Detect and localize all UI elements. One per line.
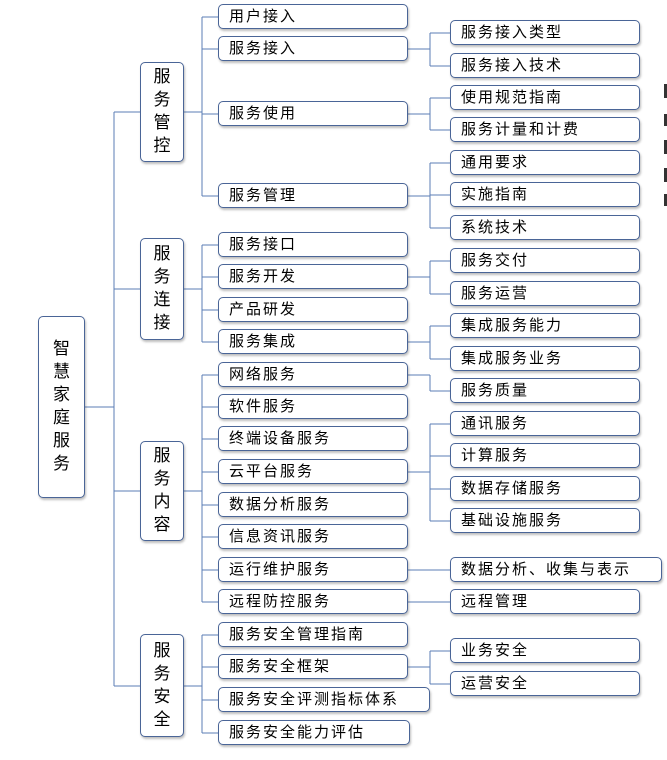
leaf-node: 计算服务 — [450, 443, 640, 468]
category-label: 服务管控 — [153, 67, 171, 156]
item-node: 服务管理 — [218, 183, 408, 208]
leaf-node: 通讯服务 — [450, 411, 640, 436]
item-node: 云平台服务 — [218, 459, 408, 484]
leaf-label: 远程管理 — [461, 592, 530, 610]
item-node: 服务使用 — [218, 101, 408, 126]
item-label: 服务安全能力评估 — [229, 723, 366, 741]
leaf-label: 业务安全 — [461, 641, 530, 659]
item-label: 运行维护服务 — [229, 560, 332, 578]
leaf-node: 数据分析、收集与表示 — [450, 557, 662, 582]
leaf-label: 集成服务能力 — [461, 316, 564, 334]
leaf-node: 运营安全 — [450, 671, 640, 696]
item-node: 服务接入 — [218, 36, 408, 61]
leaf-label: 服务质量 — [461, 381, 530, 399]
item-label: 服务安全管理指南 — [229, 625, 366, 643]
leaf-node: 业务安全 — [450, 638, 640, 663]
leaf-node: 通用要求 — [450, 150, 640, 175]
item-node: 数据分析服务 — [218, 492, 408, 517]
item-label: 服务管理 — [229, 186, 298, 204]
leaf-label: 计算服务 — [461, 446, 530, 464]
leaf-label: 使用规范指南 — [461, 88, 564, 106]
leaf-node: 实施指南 — [450, 182, 640, 207]
item-node: 服务集成 — [218, 329, 408, 354]
item-label: 服务安全框架 — [229, 657, 332, 675]
root-label: 智慧家庭服务 — [53, 339, 70, 474]
item-node: 服务安全评测指标体系 — [218, 687, 430, 712]
item-label: 用户接入 — [229, 7, 298, 25]
item-label: 终端设备服务 — [229, 429, 332, 447]
item-node: 产品研发 — [218, 297, 408, 322]
category-label: 服务安全 — [153, 640, 171, 730]
item-node: 服务接口 — [218, 232, 408, 257]
item-node: 网络服务 — [218, 362, 408, 387]
category-node: 服务管控 — [140, 62, 184, 162]
leaf-label: 数据分析、收集与表示 — [461, 560, 632, 578]
item-label: 远程防控服务 — [229, 592, 332, 610]
leaf-label: 服务计量和计费 — [461, 120, 581, 138]
item-label: 服务安全评测指标体系 — [229, 690, 400, 708]
item-node: 服务开发 — [218, 264, 408, 289]
item-node: 服务安全管理指南 — [218, 622, 408, 647]
leaf-label: 基础设施服务 — [461, 511, 564, 529]
item-node: 远程防控服务 — [218, 589, 408, 614]
leaf-label: 服务接入类型 — [461, 23, 564, 41]
item-label: 服务开发 — [229, 267, 298, 285]
leaf-node: 使用规范指南 — [450, 85, 640, 110]
item-label: 数据分析服务 — [229, 495, 332, 513]
root-node: 智慧家庭服务 — [38, 316, 85, 498]
category-label: 服务连接 — [153, 244, 171, 333]
category-label: 服务内容 — [153, 446, 171, 535]
leaf-label: 服务交付 — [461, 251, 530, 269]
leaf-label: 服务接入技术 — [461, 56, 564, 74]
item-node: 软件服务 — [218, 394, 408, 419]
leaf-node: 集成服务业务 — [450, 346, 640, 371]
item-node: 信息资讯服务 — [218, 524, 408, 549]
item-node: 用户接入 — [218, 4, 408, 29]
leaf-node: 服务计量和计费 — [450, 117, 640, 142]
item-label: 服务集成 — [229, 332, 298, 350]
leaf-node: 服务接入技术 — [450, 53, 640, 78]
item-label: 网络服务 — [229, 365, 298, 383]
leaf-node: 数据存储服务 — [450, 476, 640, 501]
leaf-label: 实施指南 — [461, 185, 530, 203]
item-label: 软件服务 — [229, 397, 298, 415]
leaf-label: 运营安全 — [461, 674, 530, 692]
item-node: 终端设备服务 — [218, 426, 408, 451]
clipped-edge-marks — [664, 84, 667, 206]
item-node: 服务安全框架 — [218, 654, 408, 679]
leaf-label: 服务运营 — [461, 284, 530, 302]
category-node: 服务内容 — [140, 441, 184, 541]
item-node: 运行维护服务 — [218, 557, 408, 582]
item-label: 服务接入 — [229, 39, 298, 57]
item-label: 云平台服务 — [229, 462, 315, 480]
leaf-node: 服务质量 — [450, 378, 640, 403]
leaf-label: 系统技术 — [461, 218, 530, 236]
leaf-label: 集成服务业务 — [461, 349, 564, 367]
category-node: 服务连接 — [140, 238, 184, 340]
item-label: 信息资讯服务 — [229, 527, 332, 545]
leaf-node: 基础设施服务 — [450, 508, 640, 533]
leaf-node: 系统技术 — [450, 215, 640, 240]
item-node: 服务安全能力评估 — [218, 720, 410, 745]
item-label: 服务使用 — [229, 104, 298, 122]
leaf-label: 通讯服务 — [461, 414, 530, 432]
leaf-node: 远程管理 — [450, 589, 640, 614]
leaf-node: 服务交付 — [450, 248, 640, 273]
leaf-node: 服务接入类型 — [450, 20, 640, 45]
item-label: 产品研发 — [229, 300, 298, 318]
leaf-node: 集成服务能力 — [450, 313, 640, 338]
leaf-label: 数据存储服务 — [461, 479, 564, 497]
category-node: 服务安全 — [140, 634, 184, 737]
leaf-label: 通用要求 — [461, 153, 530, 171]
leaf-node: 服务运营 — [450, 281, 640, 306]
item-label: 服务接口 — [229, 235, 298, 253]
